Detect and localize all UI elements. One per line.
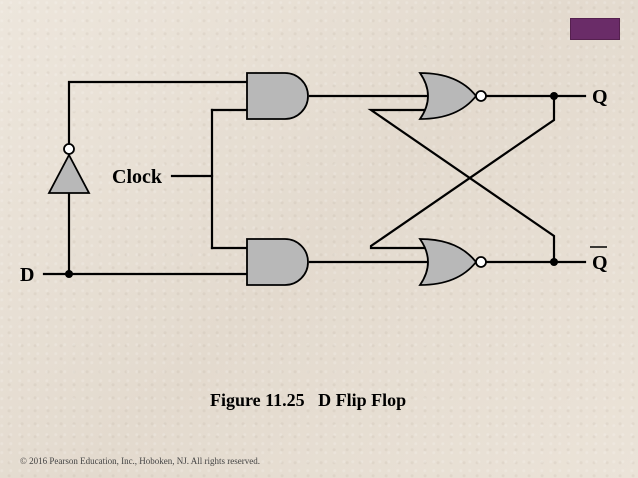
top-nor-bubble xyxy=(475,90,487,102)
inverter-output-wire xyxy=(67,80,249,156)
bottom-nor-gate xyxy=(418,238,478,286)
feedback-qbar-to-top-nor-wire xyxy=(367,108,556,264)
top-nor-gate xyxy=(418,72,478,120)
d-label: D xyxy=(20,264,34,286)
inverter-body xyxy=(47,153,91,194)
accent-block xyxy=(570,18,620,40)
bottom-and-gate xyxy=(246,238,309,286)
top-and-gate xyxy=(246,72,309,120)
wires xyxy=(42,80,587,276)
clock-label: Clock xyxy=(112,166,163,188)
inverter-gate xyxy=(47,143,91,194)
feedback-q-to-bottom-nor-wire xyxy=(369,94,556,250)
q-label: Q xyxy=(592,86,608,108)
figure-caption: Figure 11.25 D Flip Flop xyxy=(210,390,407,410)
bottom-nor-bubble xyxy=(475,256,487,268)
q-bar-label: Q xyxy=(592,252,608,274)
and-gates xyxy=(246,72,309,286)
copyright-footer: © 2016 Pearson Education, Inc., Hoboken,… xyxy=(20,456,261,466)
q-bar-junction-dot xyxy=(550,258,558,266)
inverter-bubble xyxy=(63,143,75,155)
nor-gates xyxy=(418,72,487,286)
q-junction-dot xyxy=(550,92,558,100)
d-junction-dot xyxy=(65,270,73,278)
junctions xyxy=(65,92,558,278)
